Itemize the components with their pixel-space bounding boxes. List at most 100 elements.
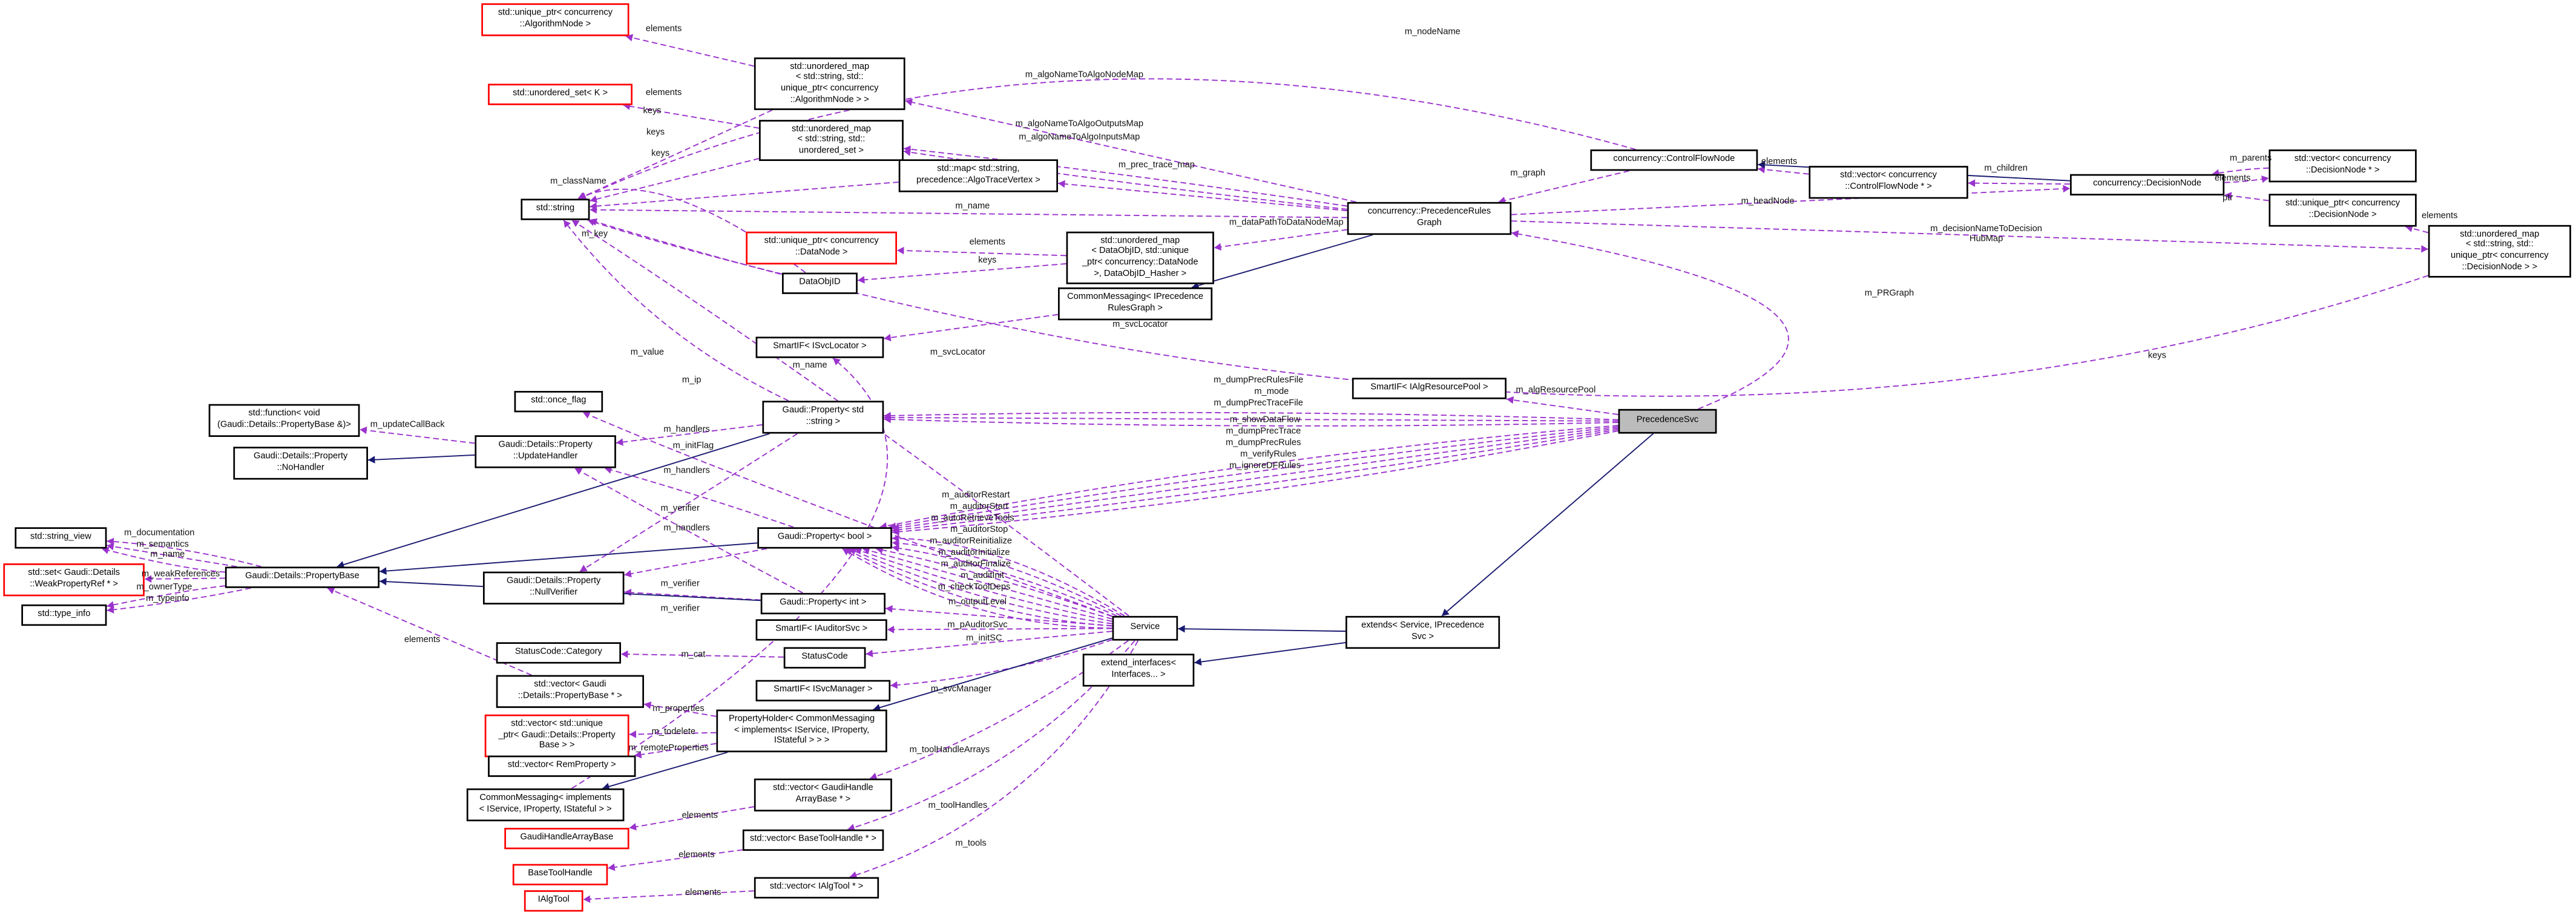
class-node-vec_remprop[interactable]: std::vector< RemProperty > — [488, 755, 636, 777]
class-node-ialgtool[interactable]: IAlgTool — [524, 890, 583, 912]
class-node-smartif_svclocator[interactable]: SmartIF< ISvcLocator > — [755, 336, 884, 358]
class-node-vec_cfn[interactable]: std::vector< concurrency ::ControlFlowNo… — [1809, 166, 1968, 199]
arrowhead-prg-to-dn — [2063, 185, 2071, 193]
class-node-prop_bool[interactable]: Gaudi::Property< bool > — [757, 527, 892, 549]
arrowhead-propertyholder-to-vec_remprop — [634, 750, 642, 759]
class-node-nullverifier[interactable]: Gaudi::Details::Property ::NullVerifier — [483, 571, 625, 605]
edge-prop_string-to-std_string — [563, 220, 789, 402]
class-node-propertybase[interactable]: Gaudi::Details::PropertyBase — [225, 566, 380, 588]
class-node-cm_prg[interactable]: CommonMessaging< IPrecedence RulesGraph … — [1058, 287, 1213, 321]
class-node-map_algonode[interactable]: std::unordered_map < std::string, std:: … — [754, 57, 905, 110]
class-node-uptr_dn[interactable]: std::unique_ptr< concurrency ::DecisionN… — [2269, 194, 2417, 227]
edge-service-to-vec_algtool — [849, 640, 1139, 878]
edge-service-to-prop_bool — [892, 542, 1122, 617]
class-node-std_function[interactable]: std::function< void (Gaudi::Details::Pro… — [208, 404, 360, 438]
edge-prop_string-to-updatehandler — [616, 424, 763, 444]
edge-propertybase-to-type_info — [107, 587, 251, 611]
class-node-updatehandler[interactable]: Gaudi::Details::Property ::UpdateHandler — [475, 435, 616, 468]
arrowhead-prop_string-to-nullverifier — [579, 565, 588, 572]
class-node-service[interactable]: Service — [1112, 615, 1178, 641]
edge-precedencesvc-to-prop_bool — [892, 428, 1618, 531]
class-node-vec_algtool[interactable]: std::vector< IAlgTool * > — [754, 877, 879, 899]
class-node-uptr_algonode[interactable]: std::unique_ptr< concurrency ::Algorithm… — [481, 3, 629, 36]
edge-vec_bth-to-btoolhandle — [608, 849, 743, 869]
arrowhead-service-to-smartif_auditorsvc — [887, 626, 895, 634]
edge-prop_bool-to-updatehandler — [604, 467, 794, 528]
edge-service-to-prop_int — [885, 608, 1112, 627]
edge-precedencesvc-to-prop_string — [884, 418, 1618, 427]
edge-map_datanode-to-uptr_datanode — [896, 249, 1066, 257]
edge-prg-to-map_decision — [1511, 220, 2428, 250]
class-node-smartif_svcmanager[interactable]: SmartIF< ISvcManager > — [755, 680, 891, 702]
edge-precedencesvc-to-smartif_algrespool — [1506, 398, 1618, 415]
class-node-prop_int[interactable]: Gaudi::Property< int > — [760, 592, 886, 615]
edge-propertybase-to-set_weakrefs — [144, 577, 225, 580]
class-node-uset_k[interactable]: std::unordered_set< K > — [488, 84, 633, 105]
edge-map_algonode-to-uptr_algonode — [625, 35, 755, 67]
class-node-map_datanode[interactable]: std::unordered_map < DataObjID, std::uni… — [1066, 231, 1214, 284]
class-node-set_weakrefs[interactable]: std::set< Gaudi::Details ::WeakPropertyR… — [3, 563, 145, 597]
arrowhead-vec_bth-to-btoolhandle — [608, 863, 616, 871]
class-node-propertyholder[interactable]: PropertyHolder< CommonMessaging < implem… — [716, 709, 887, 753]
edge-precedencesvc-to-prg — [1511, 232, 1789, 410]
class-node-vec_bth[interactable]: std::vector< BaseToolHandle * > — [742, 829, 884, 851]
edge-service-to-prop_bool — [854, 548, 1112, 622]
class-node-smartif_algrespool[interactable]: SmartIF< IAlgResourcePool > — [1352, 378, 1507, 399]
class-node-prg[interactable]: concurrency::PrecedenceRules Graph — [1347, 202, 1512, 235]
arrowhead-prop_int-to-updatehandler — [574, 468, 583, 475]
arrowhead-dn-to-vec_dn — [2261, 175, 2269, 183]
arrowhead-map_datanode-to-dataobjid — [857, 276, 865, 284]
class-node-vec_propbase[interactable]: std::vector< Gaudi ::Details::PropertyBa… — [496, 675, 645, 708]
arrowhead-dataobjid-to-std_string — [577, 192, 586, 200]
arrowhead-statuscode-to-category — [621, 650, 628, 658]
class-node-btoolhandle[interactable]: BaseToolHandle — [512, 864, 608, 886]
class-node-map_decision[interactable]: std::unordered_map < std::string, std:: … — [2428, 225, 2571, 278]
edge-prop_bool-to-propertybase — [379, 542, 758, 572]
class-node-dataobjid[interactable]: DataObjID — [782, 272, 858, 294]
edge-map_decision-to-std_string — [590, 219, 2429, 397]
class-node-uptr_datanode[interactable]: std::unique_ptr< concurrency ::DataNode … — [746, 231, 898, 265]
class-node-prop_string[interactable]: Gaudi::Property< std ::string > — [762, 401, 884, 434]
edge-prop_int-to-nullverifier — [624, 591, 761, 601]
class-node-std_string[interactable]: std::string — [521, 198, 590, 220]
class-node-gha_base[interactable]: GaudiHandleArrayBase — [504, 828, 629, 850]
class-node-extend_interfaces[interactable]: extend_interfaces< Interfaces... > — [1082, 654, 1195, 687]
class-node-nohandler[interactable]: Gaudi::Details::Property ::NoHandler — [233, 447, 369, 480]
edge-prg-to-cm_prg — [1191, 234, 1373, 288]
class-node-statuscode[interactable]: StatusCode — [783, 647, 866, 669]
class-node-string_view[interactable]: std::string_view — [15, 527, 107, 549]
arrowhead-dataobjid-to-std_string — [587, 218, 596, 226]
class-node-cfn[interactable]: concurrency::ControlFlowNode — [1590, 149, 1758, 171]
edge-prop_bool-to-nullverifier — [624, 548, 767, 576]
class-node-once_flag[interactable]: std::once_flag — [514, 391, 603, 413]
arrowhead-prop_bool-to-nullverifier — [624, 569, 632, 578]
class-node-vec_uptr_propbase[interactable]: std::vector< std::unique _ptr< Gaudi::De… — [484, 714, 629, 758]
arrowhead-prg-to-map_decision — [2421, 245, 2428, 253]
class-node-dn[interactable]: concurrency::DecisionNode — [2070, 174, 2225, 196]
class-node-category[interactable]: StatusCode::Category — [496, 642, 622, 664]
edge-prop_string-to-nullverifier — [579, 433, 798, 572]
class-node-precedencesvc: PrecedenceSvc — [1618, 408, 1717, 434]
edge-precedencesvc-to-prop_bool — [892, 427, 1618, 529]
class-node-map_trace[interactable]: std::map< std::string, precedence::AlgoT… — [898, 159, 1059, 192]
edge-extends_box-to-service — [1178, 628, 1346, 632]
class-node-type_info[interactable]: std::type_info — [21, 604, 107, 626]
class-node-vec_gha[interactable]: std::vector< GaudiHandle ArrayBase * > — [754, 778, 892, 811]
arrowhead-service-to-once_flag — [582, 411, 591, 419]
class-node-vec_dn[interactable]: std::vector< concurrency ::DecisionNode … — [2269, 149, 2417, 183]
edge-map_algoset-to-std_string — [590, 158, 760, 202]
edge-prop_string-to-propertybase — [337, 433, 770, 568]
class-node-smartif_auditorsvc[interactable]: SmartIF< IAuditorSvc > — [755, 619, 887, 641]
edge-precedencesvc-to-prop_string — [884, 416, 1618, 422]
arrowhead-prop_bool-to-propertybase — [380, 567, 387, 575]
edge-vec_algtool-to-ialgtool — [583, 890, 754, 900]
arrowhead-service-to-smartif_svcmanager — [890, 681, 898, 689]
arrowhead-prop_bool-to-updatehandler — [604, 466, 613, 474]
class-node-map_algoset[interactable]: std::unordered_map < std::string, std:: … — [759, 120, 904, 162]
edge-service-to-prop_bool — [875, 548, 1112, 617]
class-node-cm_impl[interactable]: CommonMessaging< implements < IService, … — [466, 788, 625, 822]
class-node-extends_box[interactable]: extends< Service, IPrecedence Svc > — [1346, 615, 1500, 649]
edge-propertyholder-to-vec_uptr_propbase — [629, 732, 717, 735]
edge-propertybase-to-string_view — [107, 545, 237, 568]
edge-precedencesvc-to-prop_bool — [889, 426, 1618, 528]
